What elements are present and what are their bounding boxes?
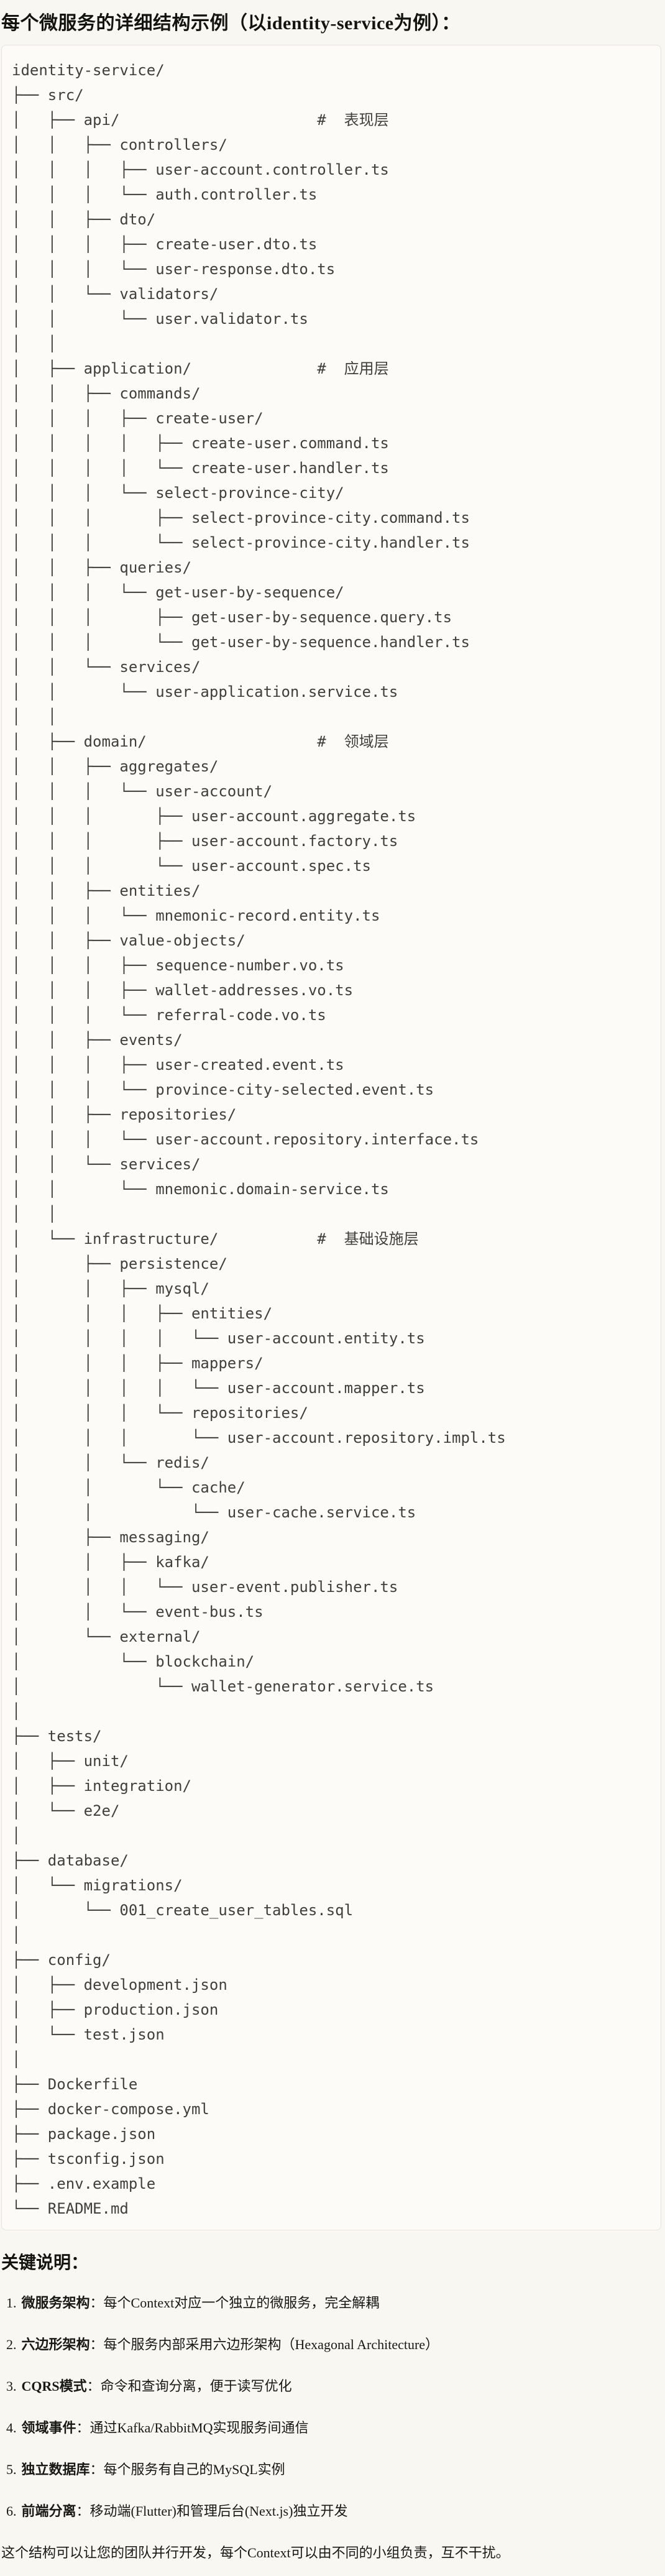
note-item: 4.领域事件：通过Kafka/RabbitMQ实现服务间通信 (6, 2419, 661, 2437)
note-description: 通过Kafka/RabbitMQ实现服务间通信 (89, 2420, 309, 2436)
note-number: 2. (6, 2337, 17, 2352)
note-colon: ： (89, 2295, 104, 2311)
note-description: 每个服务有自己的MySQL实例 (103, 2462, 285, 2477)
note-colon: ： (86, 2378, 101, 2394)
note-number: 3. (6, 2378, 17, 2394)
note-colon: ： (89, 2337, 104, 2352)
note-colon: ： (76, 2503, 90, 2519)
note-number: 6. (6, 2503, 17, 2519)
note-term: 前端分离 (21, 2503, 76, 2519)
note-description: 每个Context对应一个独立的微服务，完全解耦 (103, 2295, 380, 2311)
note-item: 2. 六边形架构：每个服务内部采用六边形架构（Hexagonal Architec… (6, 2335, 661, 2354)
directory-tree: identity-service/ ├── src/ │ ├── api/ # … (12, 62, 506, 2217)
note-term: 独立数据库 (21, 2462, 90, 2477)
note-description: 每个服务内部采用六边形架构（Hexagonal Architecture） (103, 2337, 439, 2352)
note-item: 3.CQRS模式：命令和查询分离，便于读写优化 (6, 2377, 661, 2396)
directory-tree-code-block: identity-service/ ├── src/ │ ├── api/ # … (1, 45, 661, 2230)
closing-paragraph: 这个结构可以让您的团队并行开发，每个Context可以由不同的小组负责，互不干扰… (1, 2545, 510, 2560)
page-title: 每个微服务的详细结构示例（以identity-service为例）： (1, 13, 461, 34)
note-item: 6.前端分离：移动端(Flutter)和管理后台(Next.js)独立开发 (6, 2502, 661, 2521)
note-term: 微服务架构 (21, 2295, 90, 2311)
note-colon: ： (89, 2462, 104, 2477)
note-number: 5. (6, 2462, 17, 2477)
note-description: 命令和查询分离，便于读写优化 (100, 2378, 292, 2394)
note-term: CQRS模式 (21, 2378, 87, 2394)
note-item: 1.微服务架构：每个Context对应一个独立的微服务，完全解耦 (6, 2294, 661, 2312)
note-description: 移动端(Flutter)和管理后台(Next.js)独立开发 (89, 2503, 348, 2519)
note-item: 5. 独立数据库：每个服务有自己的MySQL实例 (6, 2460, 661, 2479)
note-colon: ： (76, 2420, 90, 2436)
note-number: 4. (6, 2420, 17, 2436)
note-term: 六边形架构 (21, 2337, 90, 2352)
notes-heading: 关键说明： (1, 2253, 89, 2273)
note-number: 1. (6, 2295, 17, 2311)
note-term: 领域事件 (21, 2420, 76, 2436)
